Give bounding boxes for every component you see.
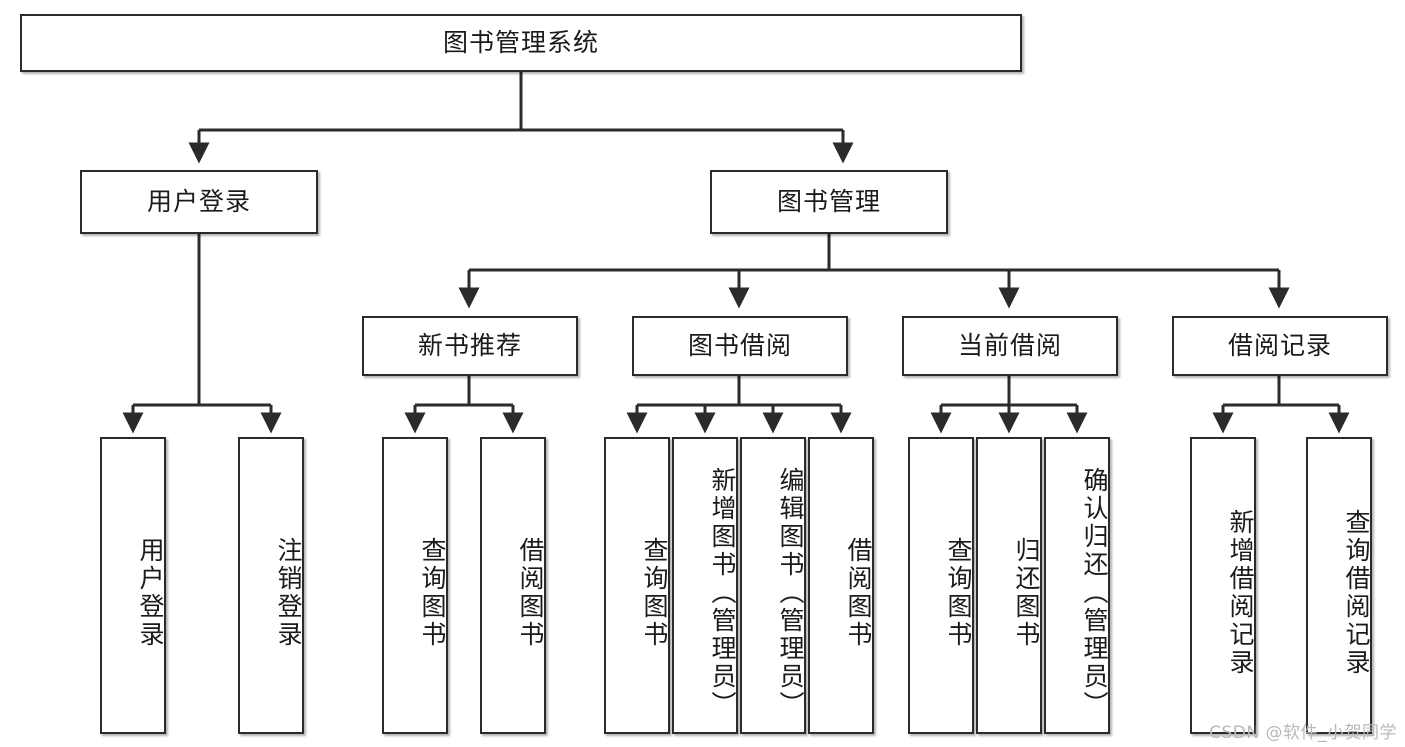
node-current-borrow[interactable]: 当前借阅 xyxy=(902,316,1118,376)
node-borrow-record[interactable]: 借阅记录 xyxy=(1172,316,1388,376)
leaf-query-book-3-label: 查询图书 xyxy=(944,536,973,649)
node-current-borrow-label: 当前借阅 xyxy=(957,331,1062,361)
node-book-manage[interactable]: 图书管理 xyxy=(710,170,948,234)
node-book-borrow-label: 图书借阅 xyxy=(687,331,792,361)
leaf-add-record[interactable]: 新增借阅记录 xyxy=(1190,437,1256,734)
leaf-add-book[interactable]: 新增图书（管理员） xyxy=(672,437,738,734)
leaf-borrow-book-2-label: 借阅图书 xyxy=(844,536,873,649)
leaf-edit-book[interactable]: 编辑图书（管理员） xyxy=(740,437,806,734)
leaf-confirm-return-label: 确认归还（管理员） xyxy=(1080,466,1109,719)
node-book-borrow[interactable]: 图书借阅 xyxy=(632,316,848,376)
node-root-label: 图书管理系统 xyxy=(442,28,599,58)
node-user-login[interactable]: 用户登录 xyxy=(80,170,318,234)
leaf-query-book-1[interactable]: 查询图书 xyxy=(382,437,448,734)
leaf-query-book-1-label: 查询图书 xyxy=(418,536,447,649)
leaf-borrow-book-1-label: 借阅图书 xyxy=(516,536,545,649)
leaf-edit-book-label: 编辑图书（管理员） xyxy=(776,466,805,719)
leaf-query-book-2-label: 查询图书 xyxy=(640,536,669,649)
leaf-user-logout[interactable]: 注销登录 xyxy=(238,437,304,734)
leaf-borrow-book-1[interactable]: 借阅图书 xyxy=(480,437,546,734)
leaf-add-book-label: 新增图书（管理员） xyxy=(708,466,737,719)
leaf-borrow-book-2[interactable]: 借阅图书 xyxy=(808,437,874,734)
leaf-user-logout-label: 注销登录 xyxy=(274,536,303,649)
leaf-query-record[interactable]: 查询借阅记录 xyxy=(1306,437,1372,734)
node-new-book-rec-label: 新书推荐 xyxy=(417,331,522,361)
leaf-query-record-label: 查询借阅记录 xyxy=(1342,508,1371,677)
node-book-manage-label: 图书管理 xyxy=(776,187,881,217)
node-user-login-label: 用户登录 xyxy=(146,187,251,217)
leaf-user-login-label: 用户登录 xyxy=(136,536,165,649)
node-root[interactable]: 图书管理系统 xyxy=(20,14,1022,72)
leaf-return-book[interactable]: 归还图书 xyxy=(976,437,1042,734)
leaf-return-book-label: 归还图书 xyxy=(1012,536,1041,649)
leaf-query-book-2[interactable]: 查询图书 xyxy=(604,437,670,734)
leaf-query-book-3[interactable]: 查询图书 xyxy=(908,437,974,734)
leaf-user-login[interactable]: 用户登录 xyxy=(100,437,166,734)
node-new-book-rec[interactable]: 新书推荐 xyxy=(362,316,578,376)
node-borrow-record-label: 借阅记录 xyxy=(1227,331,1332,361)
watermark: CSDN @软件_小贺同学 xyxy=(1209,723,1397,743)
leaf-confirm-return[interactable]: 确认归还（管理员） xyxy=(1044,437,1110,734)
leaf-add-record-label: 新增借阅记录 xyxy=(1226,508,1255,677)
